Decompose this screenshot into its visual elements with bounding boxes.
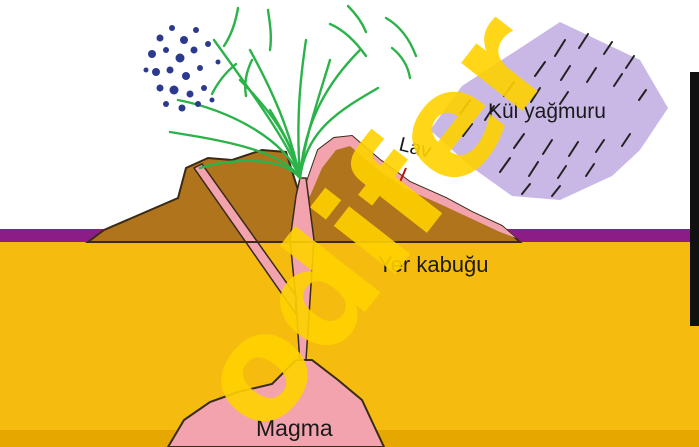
frame-edge	[690, 72, 699, 326]
